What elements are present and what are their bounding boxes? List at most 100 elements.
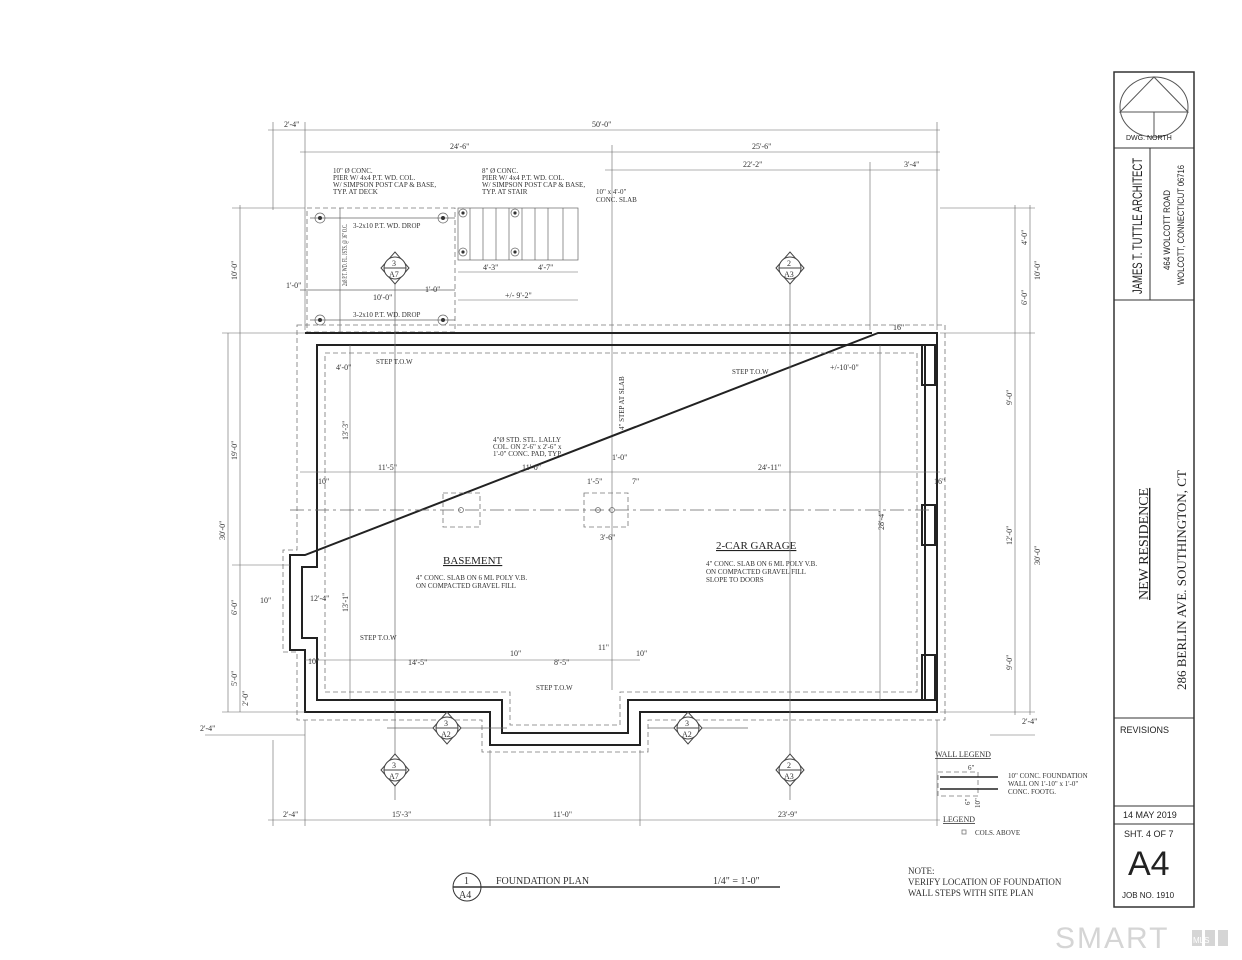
room-note: ON COMPACTED GRAVEL FILL [416,582,516,590]
legend-text: CONC. FOOTG. [1008,788,1056,796]
note: 3-2x10 P.T. WD. DROP [353,222,421,230]
column-symbol-icon [961,829,967,835]
note-title: NOTE: [908,866,935,876]
section-marker[interactable]: 3 A7 [380,251,410,285]
pier-icon [458,208,520,257]
note: 8" Ø CONC. [482,167,518,175]
section-sheet: A7 [389,270,399,279]
note: PIER W/ 4x4 P.T. WD. COL. [482,174,565,182]
dim-label: +/-10'-0" [830,363,859,372]
dim-label: 4'-0" [1020,230,1029,245]
dim-label: 2'-0" [241,691,250,706]
lally-column-icon [458,507,615,513]
watermark-sub: MLS [1193,936,1209,945]
project-name: NEW RESIDENCE [1137,488,1152,600]
deck: 10" Ø CONC. PIER W/ 4x4 P.T. WD. COL. W/… [286,167,456,333]
top-dimensions: 2'-4" 50'-0" 24'-6" 25'-6" 22'-2" 3'-4" [268,120,940,690]
note: 2x8 P.T. WD. FL. JSTS. @ 16" O.C. [341,224,349,286]
dim-label: 6'-0" [1020,290,1029,305]
note: 1'-0" CONC. PAD, TYP. [493,450,562,458]
dim-label: 13'-3" [341,421,350,440]
section-number: 2 [787,761,791,770]
job-number: JOB NO. 1910 [1122,891,1175,900]
room-labels: BASEMENT 4" CONC. SLAB ON 6 ML POLY V.B.… [416,540,817,590]
dim-label: 23'-9" [778,810,797,819]
section-marker[interactable]: 2 A3 [775,251,805,285]
dim-label: 2'-4" [284,120,299,129]
drawing-title: 1 A4 FOUNDATION PLAN 1/4" = 1'-0" NOTE: … [452,866,1062,902]
section-number: 3 [444,719,448,728]
note: STEP T.O.W [732,368,769,376]
room-note: ON COMPACTED GRAVEL FILL [706,568,806,576]
project-address: 286 BERLIN AVE. SOUTHINGTON, CT [1174,470,1189,690]
note: 10" Ø CONC. [333,167,373,175]
dim-label: 9'-0" [1005,655,1014,670]
note: TYP. AT DECK [333,188,378,196]
note: STEP T.O.W [360,634,397,642]
dim-label: 1'-0" [612,453,627,462]
sheet-number: A4 [1128,845,1170,883]
dim-label: 14'-5" [408,658,427,667]
dim-label: 10'-0" [1033,261,1042,280]
section-number: 3 [392,259,396,268]
section-marker[interactable]: 3 A7 [380,753,410,787]
stair: 8" Ø CONC. PIER W/ 4x4 P.T. WD. COL. W/ … [457,167,637,301]
dim-label: 4'-7" [538,263,553,272]
section-sheet: A2 [682,730,692,739]
dim-label: 6'-0" [230,600,239,615]
dim-label: 30'-0" [1033,546,1042,565]
dim-label: 4'-0" [336,363,351,372]
drawing-date: 14 MAY 2019 [1123,810,1177,820]
left-dimensions: 10'-0" 19'-0" 30'-0" 6'-0" 5'-0" 2'-0" 2… [200,205,305,736]
note: 3-2x10 P.T. WD. DROP [353,311,421,319]
section-sheet: A3 [784,270,794,279]
dim-label: 8'-5" [554,658,569,667]
dim-label: 2'-4" [1022,717,1037,726]
dim-label: 50'-0" [592,120,611,129]
dim-label: 1'-0" [425,285,440,294]
wall-legend: WALL LEGEND 6" 6" 10" 10" CONC. FOUNDATI… [935,750,1088,837]
section-marker[interactable]: 2 A3 [775,753,805,787]
note-text: WALL STEPS WITH SITE PLAN [908,888,1034,898]
drawing-number: 1 [464,876,469,887]
bottom-dimensions: 2'-4" 15'-3" 11'-0" 23'-9" [268,260,940,826]
dim-label: 6" [964,799,972,806]
note: 4"Ø STD. STL. LALLY [493,436,561,444]
dim-label: 4'-3" [483,263,498,272]
legend-title: LEGEND [943,815,975,824]
wall-legend-title: WALL LEGEND [935,750,991,759]
dim-label: 10" [308,657,319,666]
note: W/ SIMPSON POST CAP & BASE, [482,181,585,189]
note: W/ SIMPSON POST CAP & BASE, [333,181,436,189]
section-marker[interactable]: 3 A2 [387,711,507,745]
room-note: 4" CONC. SLAB ON 6 ML POLY V.B. [416,574,527,582]
section-sheet: A3 [784,772,794,781]
note: PIER W/ 4x4 P.T. WD. COL. [333,174,416,182]
dim-label: 9'-0" [1005,390,1014,405]
dim-label: 10" [974,798,982,808]
section-number: 3 [685,719,689,728]
drawing-scale: 1/4" = 1'-0" [713,876,760,887]
north-arrow-icon [1118,76,1190,138]
dim-label: 13'-1" [341,593,350,612]
dim-label: 2'-4" [283,810,298,819]
dim-label: 16" [893,323,904,332]
dim-label: 1'-5" [587,477,602,486]
dim-label: 3'-6" [600,533,615,542]
note-text: VERIFY LOCATION OF FOUNDATION [908,877,1062,887]
title-block: DWG. NORTH JAMES T. TUTTLE ARCHITECT 464… [1113,71,1195,908]
section-marker[interactable]: 3 A2 [648,711,748,745]
legend-text: 10" CONC. FOUNDATION [1008,772,1088,780]
dim-label: 11" [598,643,609,652]
dim-label: 10'-0" [373,293,392,302]
dim-label: 15'-3" [392,810,411,819]
watermark-brand: SMART [1055,922,1169,955]
dim-label: 10" [260,596,271,605]
dim-label: 7" [632,477,639,486]
room-name-basement: BASEMENT [443,555,503,567]
dim-label: 28'-4" [877,511,886,530]
dim-label: 24'-11" [758,463,781,472]
dim-label: 19'-0" [230,441,239,460]
dim-label: 22'-2" [743,160,762,169]
